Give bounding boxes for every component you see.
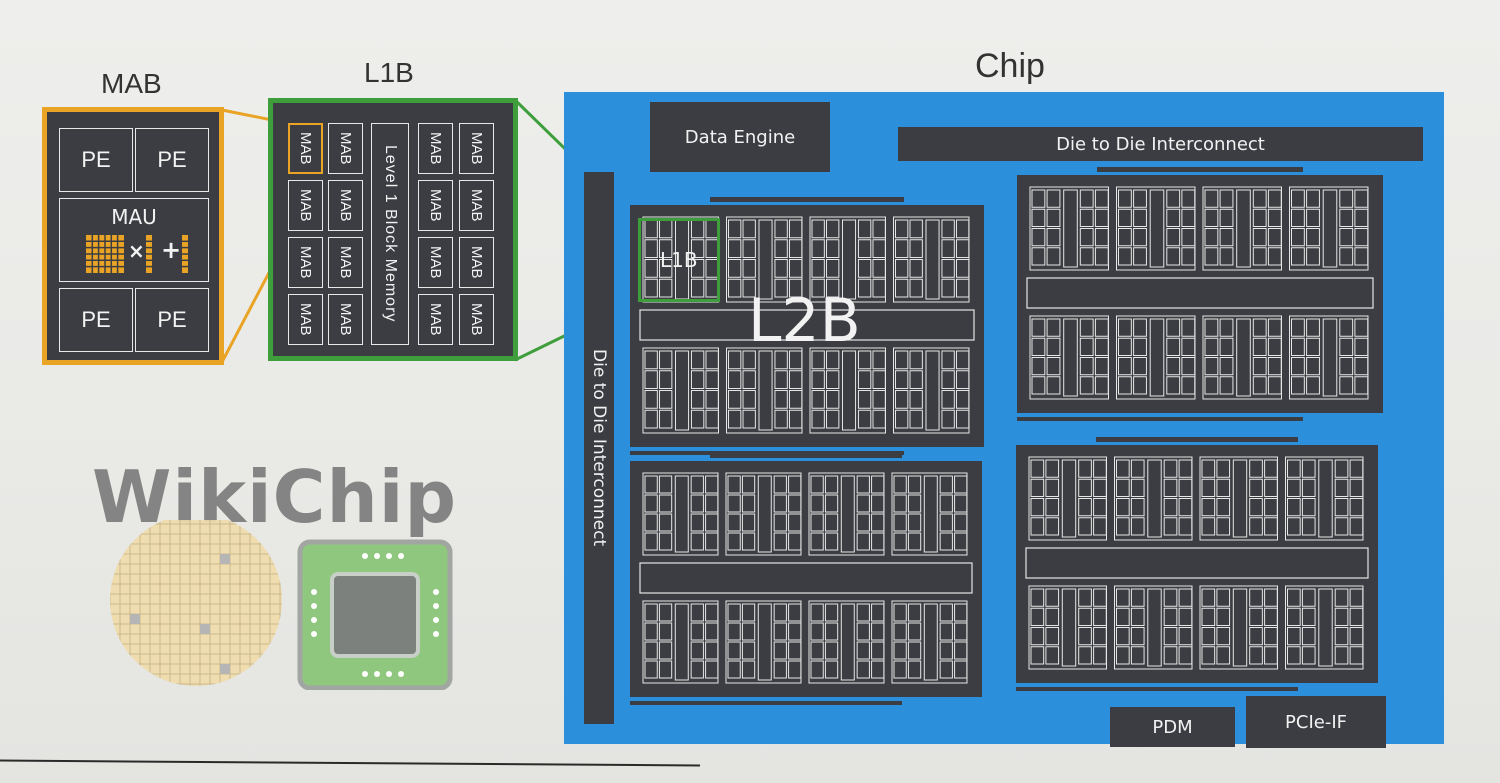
quadrant-edge-bar xyxy=(710,197,904,202)
chip-die: Data Engine Die to Die Interconnect Die … xyxy=(564,92,1444,748)
mab-cell: MAB xyxy=(288,294,323,345)
multiply-symbol: × xyxy=(128,239,145,263)
mau-unit: MAU xyxy=(59,198,209,282)
mab-cell: MAB xyxy=(418,294,453,345)
pe-bottom-left: PE xyxy=(59,288,133,352)
mau-matrix-icon xyxy=(86,235,188,273)
l1b-tile-grid xyxy=(1025,456,1369,670)
pcie-if-block: PCIe-IF xyxy=(1246,696,1386,748)
pdm-block: PDM xyxy=(1110,707,1235,747)
quadrant-edge-bar xyxy=(1096,437,1298,442)
plus-symbol: + xyxy=(161,236,182,264)
mab-cell: MAB xyxy=(288,123,323,174)
mau-label: MAU xyxy=(111,205,157,229)
quadrant-edge-bar xyxy=(630,701,902,705)
mab-cell: MAB xyxy=(288,180,323,231)
l2b-quadrant xyxy=(1017,175,1383,413)
l2b-tag: L2B xyxy=(748,286,861,356)
mab-cell: MAB xyxy=(459,123,494,174)
quadrant-edge-bar xyxy=(1097,167,1303,172)
mab-cell: MAB xyxy=(418,237,453,288)
l1b-highlight xyxy=(638,218,720,302)
l2b-quadrant xyxy=(630,205,984,447)
mab-cell: MAB xyxy=(459,237,494,288)
quadrant-edge-bar xyxy=(1016,687,1298,691)
pe-top-left: PE xyxy=(59,128,133,192)
mab-cell: MAB xyxy=(418,180,453,231)
l1b-tile-grid xyxy=(1026,186,1374,400)
die-to-die-interconnect-top: Die to Die Interconnect xyxy=(898,127,1423,161)
l1b-tile-grid xyxy=(639,216,975,434)
chip-title: Chip xyxy=(975,47,1045,85)
mab-cell: MAB xyxy=(328,294,363,345)
mab-cell: MAB xyxy=(459,294,494,345)
l1b-block: MAB MAB MAB MAB MAB MAB MAB MAB Level 1 … xyxy=(268,98,518,361)
wikichip-logo xyxy=(110,520,453,690)
l2b-quadrant xyxy=(630,461,982,697)
l1b-tag: L1B xyxy=(660,248,698,272)
quadrant-edge-bar xyxy=(1017,417,1303,421)
mab-title: MAB xyxy=(101,68,162,99)
quadrant-edge-bar xyxy=(710,453,902,458)
mab-cell: MAB xyxy=(418,123,453,174)
pe-bottom-right: PE xyxy=(135,288,209,352)
mab-block: PE PE MAU xyxy=(42,107,224,365)
mab-cell: MAB xyxy=(459,180,494,231)
l2b-quadrant xyxy=(1016,445,1378,683)
l1b-title: L1B xyxy=(364,57,414,88)
mab-cell: MAB xyxy=(288,237,323,288)
mab-cell: MAB xyxy=(328,180,363,231)
l1b-tile-grid xyxy=(639,472,973,684)
wikichip-watermark-text: WikiChip xyxy=(92,455,457,539)
mab-cell: MAB xyxy=(328,237,363,288)
level1-block-memory: Level 1 Block Memory xyxy=(371,123,409,345)
data-engine: Data Engine xyxy=(650,102,830,172)
pe-top-right: PE xyxy=(135,128,209,192)
mab-cell: MAB xyxy=(328,123,363,174)
die-to-die-interconnect-left: Die to Die Interconnect xyxy=(584,172,614,724)
